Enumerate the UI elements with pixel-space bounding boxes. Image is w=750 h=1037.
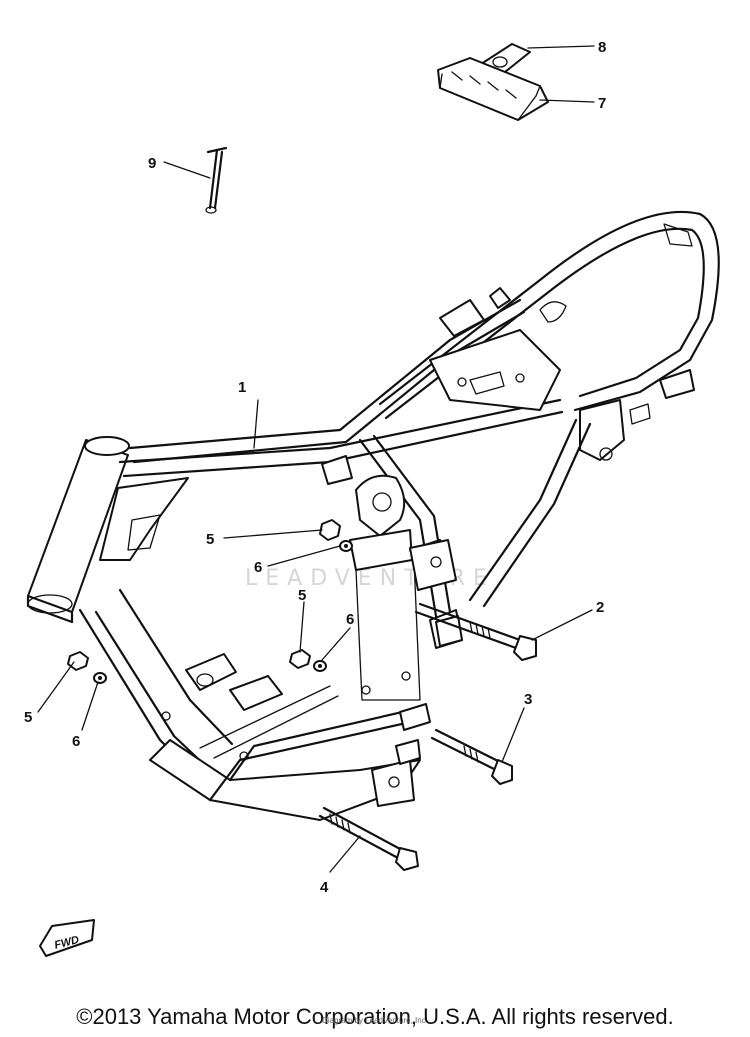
callout-8: 8 <box>598 39 606 56</box>
nut-5-upper <box>319 519 341 541</box>
callout-6-left: 6 <box>72 733 80 750</box>
fwd-label: FWD <box>53 934 80 952</box>
bolt-4 <box>318 806 419 871</box>
washer-6-upper <box>339 540 353 552</box>
bolt-3 <box>430 728 513 785</box>
frame-body <box>26 210 720 821</box>
callout-1: 1 <box>238 379 246 396</box>
callout-2: 2 <box>596 599 604 616</box>
small-print: Diagram by LeadVenture, Inc. <box>322 1016 428 1025</box>
callout-7: 7 <box>598 95 606 112</box>
callout-4: 4 <box>320 879 329 896</box>
nut-5-middle <box>289 649 311 669</box>
washer-6-left <box>93 672 107 684</box>
callout-3: 3 <box>524 691 532 708</box>
copyright-notice: ©2013 Yamaha Motor Corporation, U.S.A. A… <box>76 1004 674 1029</box>
callout-5-left: 5 <box>24 709 32 726</box>
callout-9: 9 <box>148 155 156 172</box>
watermark: LEADVENTURE <box>245 566 495 591</box>
callout-6-middle: 6 <box>346 611 354 628</box>
part-9-stay <box>205 146 228 214</box>
part-7-tool-bag <box>437 57 549 121</box>
callout-6-upper: 6 <box>254 559 262 576</box>
washer-6-middle <box>313 660 327 672</box>
callout-5-upper: 5 <box>206 531 214 548</box>
leader-lines <box>37 45 595 873</box>
callout-5-middle: 5 <box>298 587 306 604</box>
nut-5-left <box>67 651 89 671</box>
fwd-arrow-icon: FWD <box>39 919 95 957</box>
